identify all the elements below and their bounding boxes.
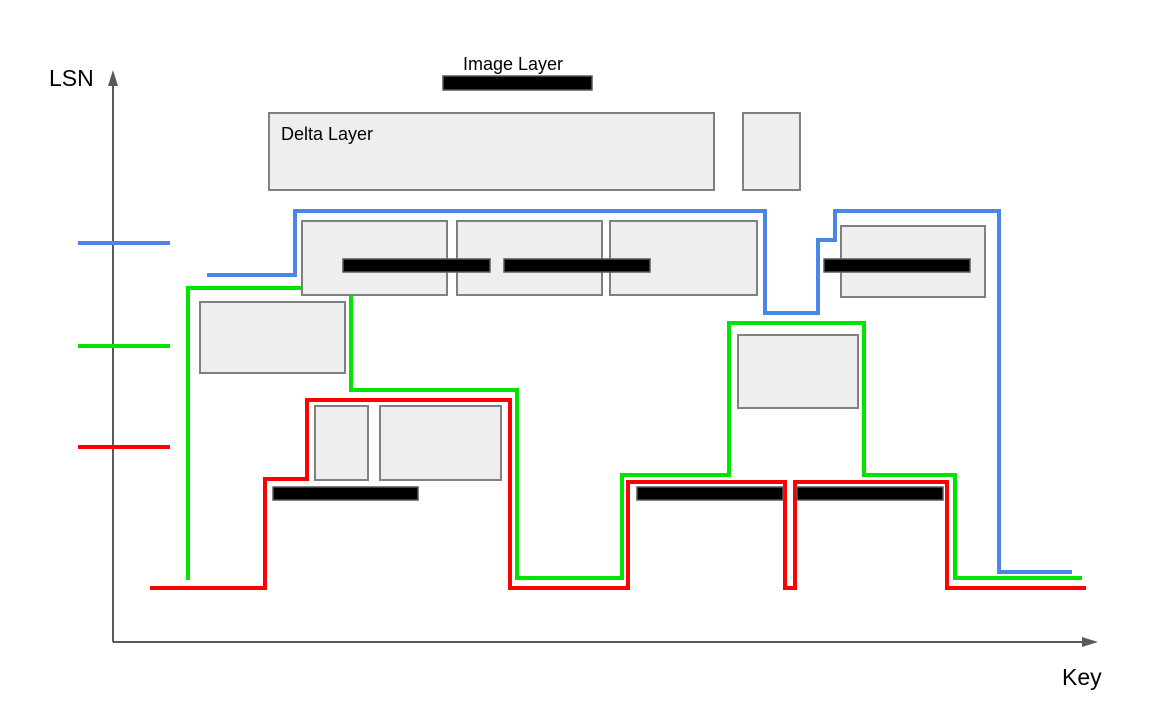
blue-band-box-1[interactable] [301,220,448,296]
y-axis-arrowhead [108,70,118,86]
record-bar-blue-2 [503,258,651,273]
blue-band-box-3[interactable] [609,220,758,296]
image-layer-bar [442,75,593,91]
record-bar-red-3 [796,486,944,501]
blue-band-box-2[interactable] [456,220,603,296]
record-bar-blue-3 [823,258,971,273]
delta-layer-group: Delta Layer [268,112,801,191]
image-layer-group: Image Layer [442,54,593,91]
x-axis-label: Key [1062,664,1102,690]
green-lsn-line [186,286,1082,580]
x-axis-arrowhead [1082,637,1098,647]
record-bar-group [272,258,971,501]
delta-layer-box-small[interactable] [742,112,801,191]
image-layer-label: Image Layer [463,54,563,74]
y-axis-label: LSN [49,65,94,91]
green-band-box-left[interactable] [199,301,346,374]
blue-lsn-line [207,209,1072,574]
delta-layer-box-main[interactable] [268,112,715,191]
delta-layer-label: Delta Layer [281,124,373,144]
page-box-group [199,220,986,481]
green-band-box-right[interactable] [737,334,859,409]
record-bar-blue-1 [342,258,491,273]
record-bar-red-1 [272,486,419,501]
axes-group: LSN Key [49,65,1102,690]
red-band-box-wide[interactable] [379,405,502,481]
record-bar-red-2 [636,486,784,501]
red-band-box-small[interactable] [314,405,369,481]
red-lsn-line [150,398,1086,590]
lsn-tick-group [78,241,170,449]
